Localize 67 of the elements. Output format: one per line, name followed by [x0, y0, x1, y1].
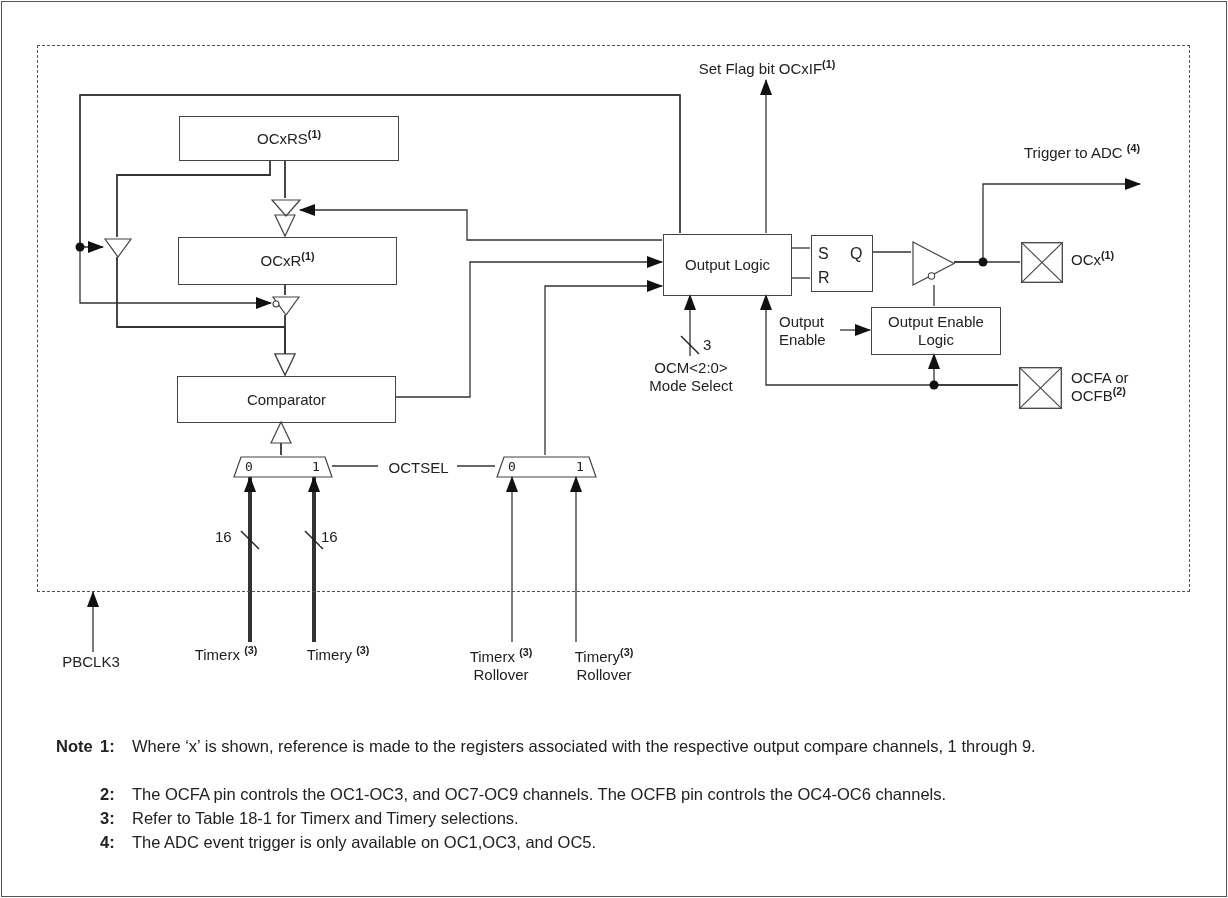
input-number: 1: [576, 460, 584, 473]
logic-block: Output Enable Logic: [871, 307, 1001, 355]
pin-letter: S: [818, 246, 829, 262]
arrow: [953, 178, 1141, 263]
signal-label: OCTSEL: [379, 458, 458, 478]
arrow: [506, 476, 518, 643]
note-number: 1:: [100, 736, 115, 757]
pin-pad: [1021, 242, 1063, 283]
buffer-symbol: [271, 199, 301, 217]
arrow: [87, 591, 99, 653]
bus-arrow: [270, 421, 292, 456]
signal-label: Trigger to ADC $^{(4)}$: [1023, 140, 1141, 163]
arrow: [308, 476, 320, 642]
connector-line: [790, 247, 811, 249]
signal-label: Timerx $^{(3)}$ Rollover: [458, 642, 544, 690]
input-number: 0: [508, 460, 516, 473]
note-text: Where ‘x’ is shown, reference is made to the registers associated with the respective output compare channels, 1 through 9.: [132, 736, 1037, 757]
input-number: 1: [312, 460, 320, 473]
buffer-symbol: [104, 238, 132, 258]
note-text: The OCFA pin controls the OC1-OC3, and OC7-OC9 channels. The OCFB pin controls the OC4-OC6 channels.: [132, 784, 948, 805]
buffer-symbol: [272, 296, 300, 316]
buffer-symbol: [912, 241, 955, 286]
connector-line: [456, 465, 496, 467]
logic-block: Comparator: [177, 376, 396, 423]
note-text: Refer to Table 18-1 for Timerx and Timery selections.: [132, 808, 520, 829]
note-text: The ADC event trigger is only available on OC1,OC3, and OC5.: [132, 832, 598, 853]
bus-line: [284, 283, 286, 296]
signal-label: PBCLK3: [56, 652, 126, 672]
arrow: [394, 256, 663, 398]
arrow: [684, 294, 696, 357]
bus-line: [284, 159, 286, 199]
note-number: Note: [56, 736, 93, 757]
arrow: [839, 324, 871, 336]
bus-arrow: [274, 314, 296, 376]
connector-line: [331, 465, 379, 467]
note-number: 2:: [100, 784, 115, 805]
connector-line: [933, 284, 935, 307]
note-number: 3:: [100, 808, 115, 829]
pin-pad: [1019, 367, 1062, 409]
bus-line: [116, 159, 271, 238]
signal-label: Timerx $^{(3)}$: [184, 642, 268, 668]
arrow: [299, 204, 663, 241]
arrow: [760, 294, 1019, 386]
connector-line: [790, 277, 811, 279]
arrow: [570, 476, 582, 643]
logic-block: OCxRS$^{(1)}$: [179, 116, 399, 161]
pin-label: OCFA or OCFB$^{(2)}$: [1071, 369, 1130, 405]
pin-letter: R: [818, 270, 830, 286]
bus-arrow: [274, 214, 296, 237]
signal-label: Set Flag bit OCxIF$^{(1)}$: [677, 57, 857, 81]
signal-label: Timery$^{(3)}$ Rollover: [562, 642, 646, 690]
sr-latch: [811, 235, 873, 292]
connector-line: [871, 251, 912, 253]
arrow: [544, 280, 663, 456]
logic-block: Output Logic: [663, 234, 792, 296]
signal-label: OCM<2:0> Mode Select: [637, 357, 745, 397]
note-number: 4:: [100, 832, 115, 853]
arrow: [79, 94, 681, 309]
signal-label: Timery $^{(3)}$: [298, 642, 378, 668]
pin-label: OCx$^{(1)}$: [1071, 251, 1116, 269]
pin-letter: Q: [850, 246, 863, 262]
logic-block: OCxR$^{(1)}$: [178, 237, 397, 285]
arrow: [244, 476, 256, 642]
signal-label: Output Enable: [779, 311, 841, 351]
module-boundary: [37, 45, 1190, 592]
input-number: 0: [245, 460, 253, 473]
arrow: [760, 79, 772, 234]
